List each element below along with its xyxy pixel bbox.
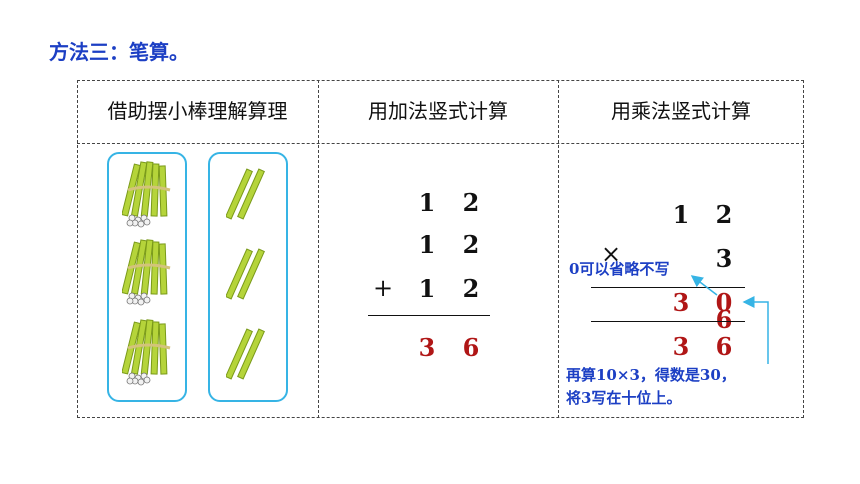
multiplier: 3: [715, 244, 733, 273]
addition-rule: [368, 315, 490, 316]
explain-note-line1: 再算10×3，得数是30，: [566, 366, 736, 384]
stick-pair-icon: [226, 328, 265, 380]
multiplicand-tens: 1: [672, 200, 690, 229]
times-sign: ×: [601, 240, 622, 268]
sum-ones: 6: [462, 333, 480, 362]
addend1-ones: 2: [462, 188, 480, 217]
bundle-box: [107, 152, 187, 402]
partial-ones-six: 6: [715, 305, 733, 334]
arrow-to-partial-zero: [742, 296, 769, 364]
method-heading: 方法三：笔算。: [49, 40, 189, 64]
method-table: [77, 80, 804, 418]
addend3-ones: 2: [462, 274, 480, 303]
addend1-tens: 1: [418, 188, 436, 217]
column-divider: [558, 80, 559, 418]
addend2-tens: 1: [418, 230, 436, 259]
header-divider: [77, 143, 804, 144]
loose-stick-box: [208, 152, 288, 402]
stick-pair-icon: [226, 168, 265, 220]
sum-tens: 3: [418, 333, 436, 362]
arrow-to-omit-note: [690, 275, 718, 296]
addend3-tens: 1: [418, 274, 436, 303]
column-header-sticks: 借助摆小棒理解算理: [107, 99, 288, 123]
multiplication-rule-2: [591, 321, 745, 322]
multiplicand-ones: 2: [715, 200, 733, 229]
partial-ones-zero: 0: [715, 288, 733, 317]
multiplication-rule-1: [591, 287, 745, 288]
partial-tens: 3: [672, 288, 690, 317]
explain-note-line2: 将3写在十位上。: [566, 389, 682, 407]
stick-bundle-icon: [122, 239, 171, 306]
stick-bundle-icon: [122, 319, 171, 386]
stick-pair-icon: [226, 248, 265, 300]
product-tens: 3: [672, 332, 690, 361]
column-divider: [318, 80, 319, 418]
omit-zero-note: 0可以省略不写: [569, 260, 670, 278]
product-ones: 6: [715, 332, 733, 361]
addend2-ones: 2: [462, 230, 480, 259]
column-header-addition: 用加法竖式计算: [368, 99, 508, 123]
column-header-multiplication: 用乘法竖式计算: [611, 99, 751, 123]
plus-sign: +: [372, 274, 394, 302]
stick-bundle-icon: [122, 161, 171, 228]
